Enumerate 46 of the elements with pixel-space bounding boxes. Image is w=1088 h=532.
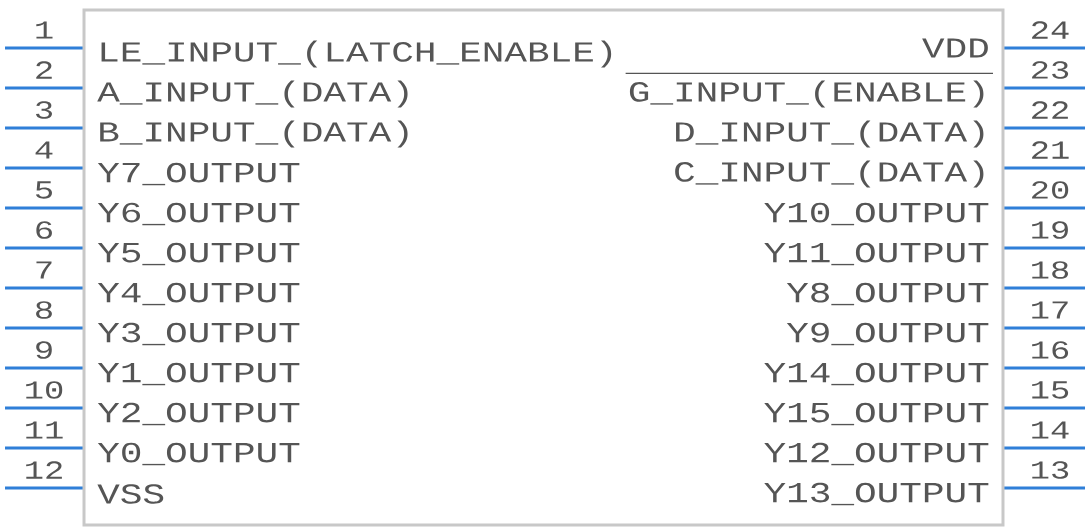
pin-number: 18	[1032, 261, 1069, 279]
pin-number: 17	[1032, 301, 1068, 319]
pin-number: 4	[35, 141, 53, 159]
pin-name: A_INPUT_(DATA)	[97, 80, 408, 108]
pin-name: Y13_OUTPUT	[764, 482, 989, 506]
chip-body	[82, 8, 1005, 527]
pin-number: 21	[1032, 141, 1069, 159]
pin-number: 24	[1032, 21, 1069, 39]
pin-number: 1	[36, 21, 53, 39]
pin-name: Y10_OUTPUT	[764, 202, 989, 226]
pin-number: 8	[36, 301, 52, 319]
pin-name: VSS	[97, 484, 164, 504]
pin-name: Y11_OUTPUT	[764, 242, 989, 266]
pin-name: Y15_OUTPUT	[764, 402, 989, 426]
pin-number: 5	[36, 181, 52, 199]
pin-name: D_INPUT_(DATA)	[676, 120, 984, 148]
pin-number: 22	[1032, 101, 1068, 119]
pin-name: Y8_OUTPUT	[786, 282, 989, 306]
pin-number: 15	[1032, 381, 1069, 399]
pin-name: Y3_OUTPUT	[97, 322, 300, 346]
pin-name: Y1_OUTPUT	[97, 362, 300, 386]
pin-number: 3	[36, 101, 52, 119]
pin-number: 19	[1032, 221, 1068, 239]
pin-name: G_INPUT_(ENABLE)	[625, 72, 994, 108]
pin-number: 2	[36, 61, 52, 79]
pin-name: Y2_OUTPUT	[97, 402, 300, 426]
pin-name: Y5_OUTPUT	[97, 242, 300, 266]
pin-number: 23	[1032, 61, 1069, 79]
pin-name: Y7_OUTPUT	[97, 162, 300, 186]
pin-name: Y6_OUTPUT	[97, 202, 300, 226]
pin-name: Y12_OUTPUT	[764, 442, 989, 466]
pin-number: 14	[1032, 421, 1069, 439]
pin-name: VDD	[922, 38, 988, 58]
pin-name: LE_INPUT_(LATCH_ENABLE)	[101, 40, 612, 68]
pin-name: B_INPUT_(DATA)	[100, 120, 408, 148]
pin-number: 20	[1032, 181, 1069, 199]
pin-number: 6	[36, 221, 52, 239]
pin-number: 13	[1032, 461, 1069, 479]
pin-number: 16	[1032, 341, 1069, 359]
pin-number: 9	[36, 341, 52, 359]
pin-name: Y4_OUTPUT	[97, 282, 300, 306]
pin-name: Y14_OUTPUT	[764, 362, 989, 386]
pin-number: 7	[36, 261, 52, 279]
pin-name: Y0_OUTPUT	[97, 442, 300, 466]
pin-name: Y9_OUTPUT	[786, 322, 989, 346]
pin-name: C_INPUT_(DATA)	[675, 160, 984, 188]
